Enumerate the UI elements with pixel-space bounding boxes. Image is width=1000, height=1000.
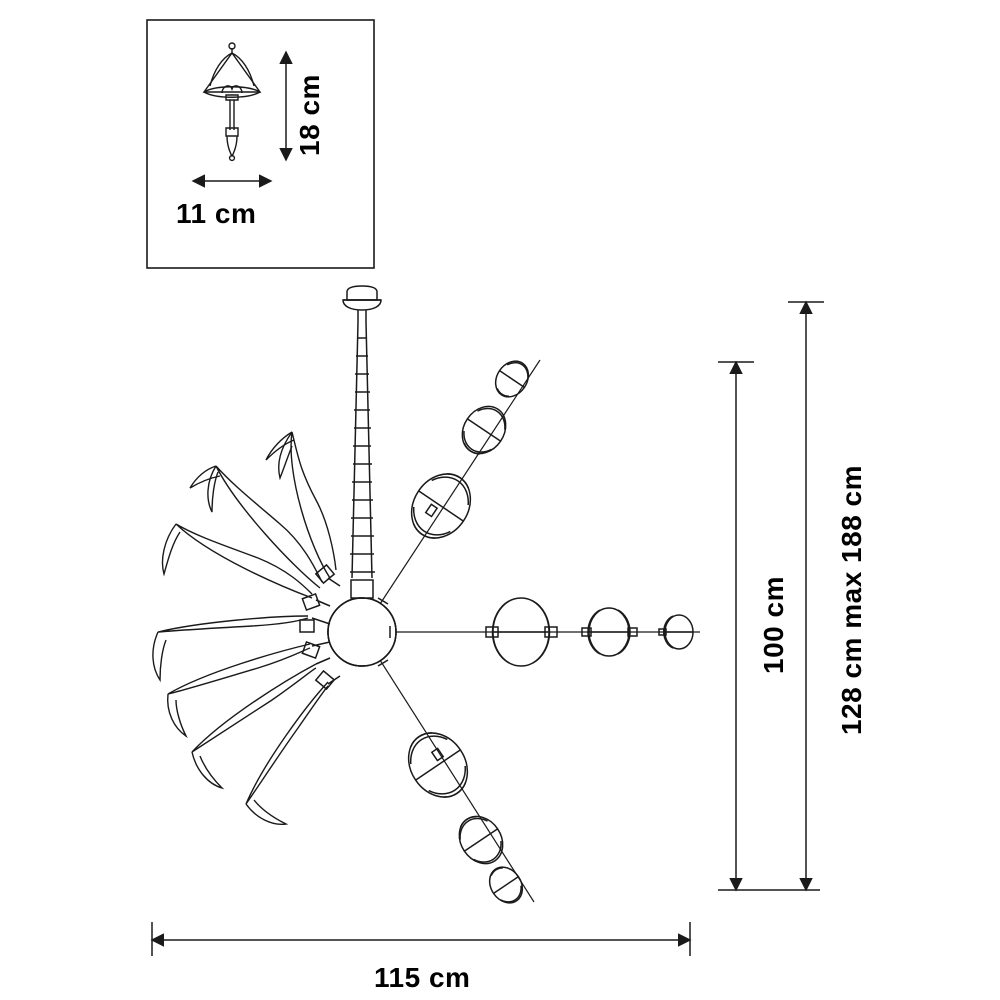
- shade-lr-1: [407, 732, 469, 798]
- shade-r-1: [485, 597, 558, 667]
- leaf-cluster-left: [152, 431, 337, 825]
- shade-r-3: [658, 614, 694, 650]
- hub-connectors-left: [299, 563, 341, 691]
- shade-ur-2: [461, 405, 507, 455]
- arm-right: [389, 597, 700, 667]
- arm-upper-right: [377, 359, 541, 605]
- main-width-label: 115 cm: [374, 962, 471, 993]
- shade-ur-3: [494, 360, 530, 398]
- chandelier-illustration: [152, 285, 700, 904]
- main-height-label: 100 cm: [754, 560, 794, 690]
- shade-ur-1: [410, 473, 472, 539]
- height-128-188-dimension: [788, 300, 824, 892]
- suspension-chain: [350, 321, 375, 579]
- shade-lr-3: [488, 866, 524, 904]
- main-total-height-label: 128 cm max 188 cm: [832, 430, 872, 770]
- width-115-dimension: [150, 922, 692, 956]
- arm-lower-right: [377, 659, 535, 904]
- central-hub: [327, 579, 397, 667]
- inset-height-label-text: 18 cm: [294, 74, 325, 156]
- ceiling-canopy-icon: [202, 42, 262, 162]
- inset-height-label: 18 cm: [290, 45, 330, 185]
- main-height-label-text: 100 cm: [758, 576, 789, 674]
- shade-lr-2: [458, 815, 504, 865]
- canopy: [342, 285, 382, 322]
- shade-r-2: [581, 607, 638, 657]
- inset-detail-box: [146, 19, 375, 269]
- main-total-height-label-text: 128 cm max 188 cm: [836, 464, 867, 736]
- inset-width-label: 11 cm: [176, 198, 257, 229]
